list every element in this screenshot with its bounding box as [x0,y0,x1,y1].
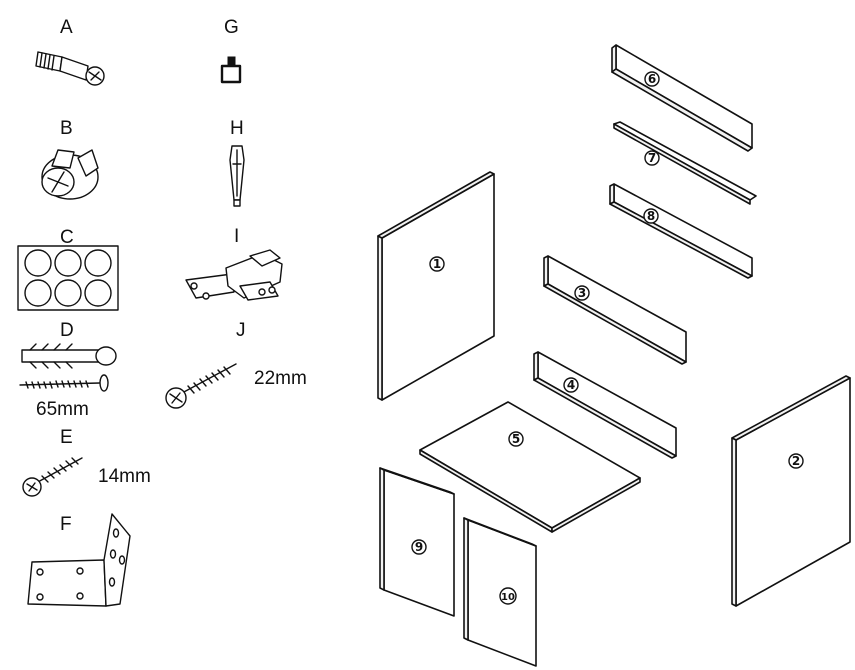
panel-2-number: 2 [792,454,800,468]
panel-5 [419,401,641,533]
hardware-label-e: E [60,427,73,448]
panel-1-number: 1 [433,257,441,271]
panel-3 [543,255,687,365]
panel-4-badge [563,377,579,393]
panel-8 [609,183,753,279]
hardware-label-d: D [60,320,74,341]
panel-5-badge [508,431,524,447]
cover-caps-icon [17,245,119,311]
panel-9-badge [411,539,427,555]
size-label-14mm: 14mm [98,466,151,487]
hardware-label-f: F [60,514,72,535]
size-label-65mm: 65mm [36,399,89,420]
screw-22mm-icon [165,363,237,409]
panel-8-number: 8 [647,209,655,223]
hardware-label-b: B [60,118,73,139]
size-label-22mm: 22mm [254,368,307,389]
panel-7-badge [644,150,660,166]
panel-10-number: 10 [501,592,515,603]
hardware-label-g: G [224,17,239,38]
panel-7-number: 7 [648,151,656,165]
hardware-label-i: I [234,226,239,247]
panel-1-badge [429,256,445,272]
panel-10-badge [499,587,517,605]
cam-lock-icon [41,149,99,200]
hinge-icon [185,249,283,301]
panel-6-badge [644,71,660,87]
angle-bracket-icon [27,513,131,607]
dowel-icon [229,145,245,207]
long-screw-icon [19,374,109,392]
panel-1 [377,171,495,401]
panel-3-number: 3 [578,286,586,300]
hardware-label-c: C [60,227,74,248]
hardware-label-j: J [236,320,246,341]
panel-4-number: 4 [567,378,575,392]
wall-plug-icon [21,343,117,369]
panel-2-badge [788,453,804,469]
cam-bolt-icon [35,51,105,86]
hardware-label-h: H [230,118,244,139]
panel-8-badge [643,208,659,224]
panel-7 [613,121,757,205]
screw-14mm-icon [22,457,83,497]
panel-6-number: 6 [648,72,656,86]
panel-5-number: 5 [512,432,520,446]
panel-3-badge [574,285,590,301]
panel-10 [463,517,537,667]
hardware-label-a: A [60,17,73,38]
shelf-support-icon [220,56,242,84]
panel-6 [611,44,753,152]
panel-2 [731,375,851,607]
panel-9-number: 9 [415,540,423,554]
